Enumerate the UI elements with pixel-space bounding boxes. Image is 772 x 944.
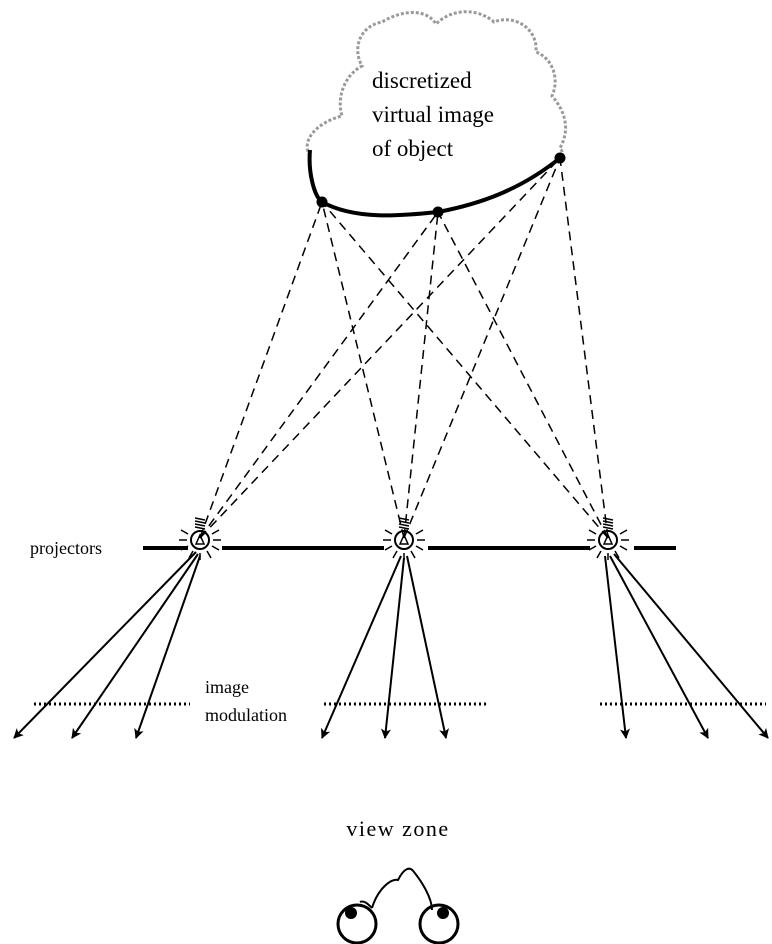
projection-ray <box>321 201 405 539</box>
output-rays <box>13 551 769 739</box>
light-bulb-icon <box>179 517 221 560</box>
output-ray <box>609 555 709 739</box>
projection-rays <box>199 157 609 539</box>
object-label-line1: discretized <box>372 68 472 93</box>
projectors-label: projectors <box>30 538 102 558</box>
output-ray <box>406 555 450 739</box>
output-ray <box>134 555 201 739</box>
projection-ray <box>199 211 439 539</box>
output-ray <box>71 553 199 739</box>
output-ray <box>604 555 630 739</box>
projection-ray <box>437 211 609 539</box>
modulation-label-line2: modulation <box>205 705 287 725</box>
output-ray <box>320 555 402 739</box>
light-bulb-icon <box>587 517 629 560</box>
modulation-label-line1: image <box>205 677 249 697</box>
eyes-icon <box>336 867 460 944</box>
projection-ray <box>199 201 323 539</box>
output-ray <box>613 553 769 739</box>
view-zone-label: view zone <box>346 816 449 841</box>
object-label-line3: of object <box>372 136 454 161</box>
projection-ray <box>321 201 609 539</box>
object-surface-curve <box>307 149 562 218</box>
light-bulb-icon <box>383 517 425 560</box>
projection-ray <box>559 157 609 539</box>
output-ray <box>380 557 405 739</box>
output-ray <box>13 551 197 739</box>
object-label-line2: virtual image <box>372 102 494 127</box>
projection-ray <box>199 157 561 539</box>
projection-ray <box>403 211 439 539</box>
projection-ray <box>403 157 561 539</box>
